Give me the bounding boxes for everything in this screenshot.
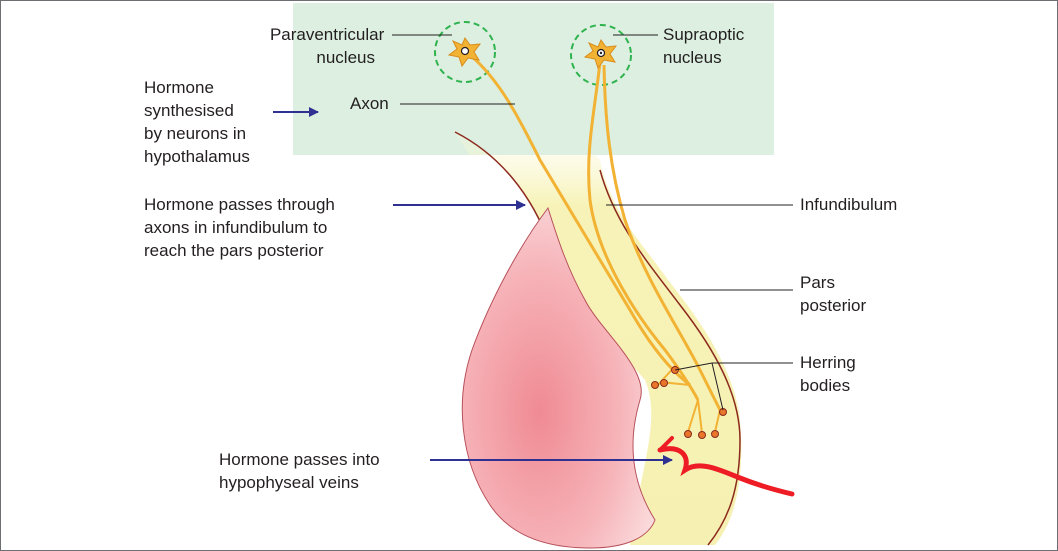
herring-body <box>685 431 692 438</box>
label-axon: Axon <box>350 94 389 113</box>
label-infundibulum: Infundibulum <box>800 195 897 214</box>
label-hormone-passes-through: Hormone passes through axons in infundib… <box>144 195 340 260</box>
herring-body <box>661 380 668 387</box>
herring-body <box>699 432 706 439</box>
herring-body <box>652 382 659 389</box>
herring-body <box>712 431 719 438</box>
